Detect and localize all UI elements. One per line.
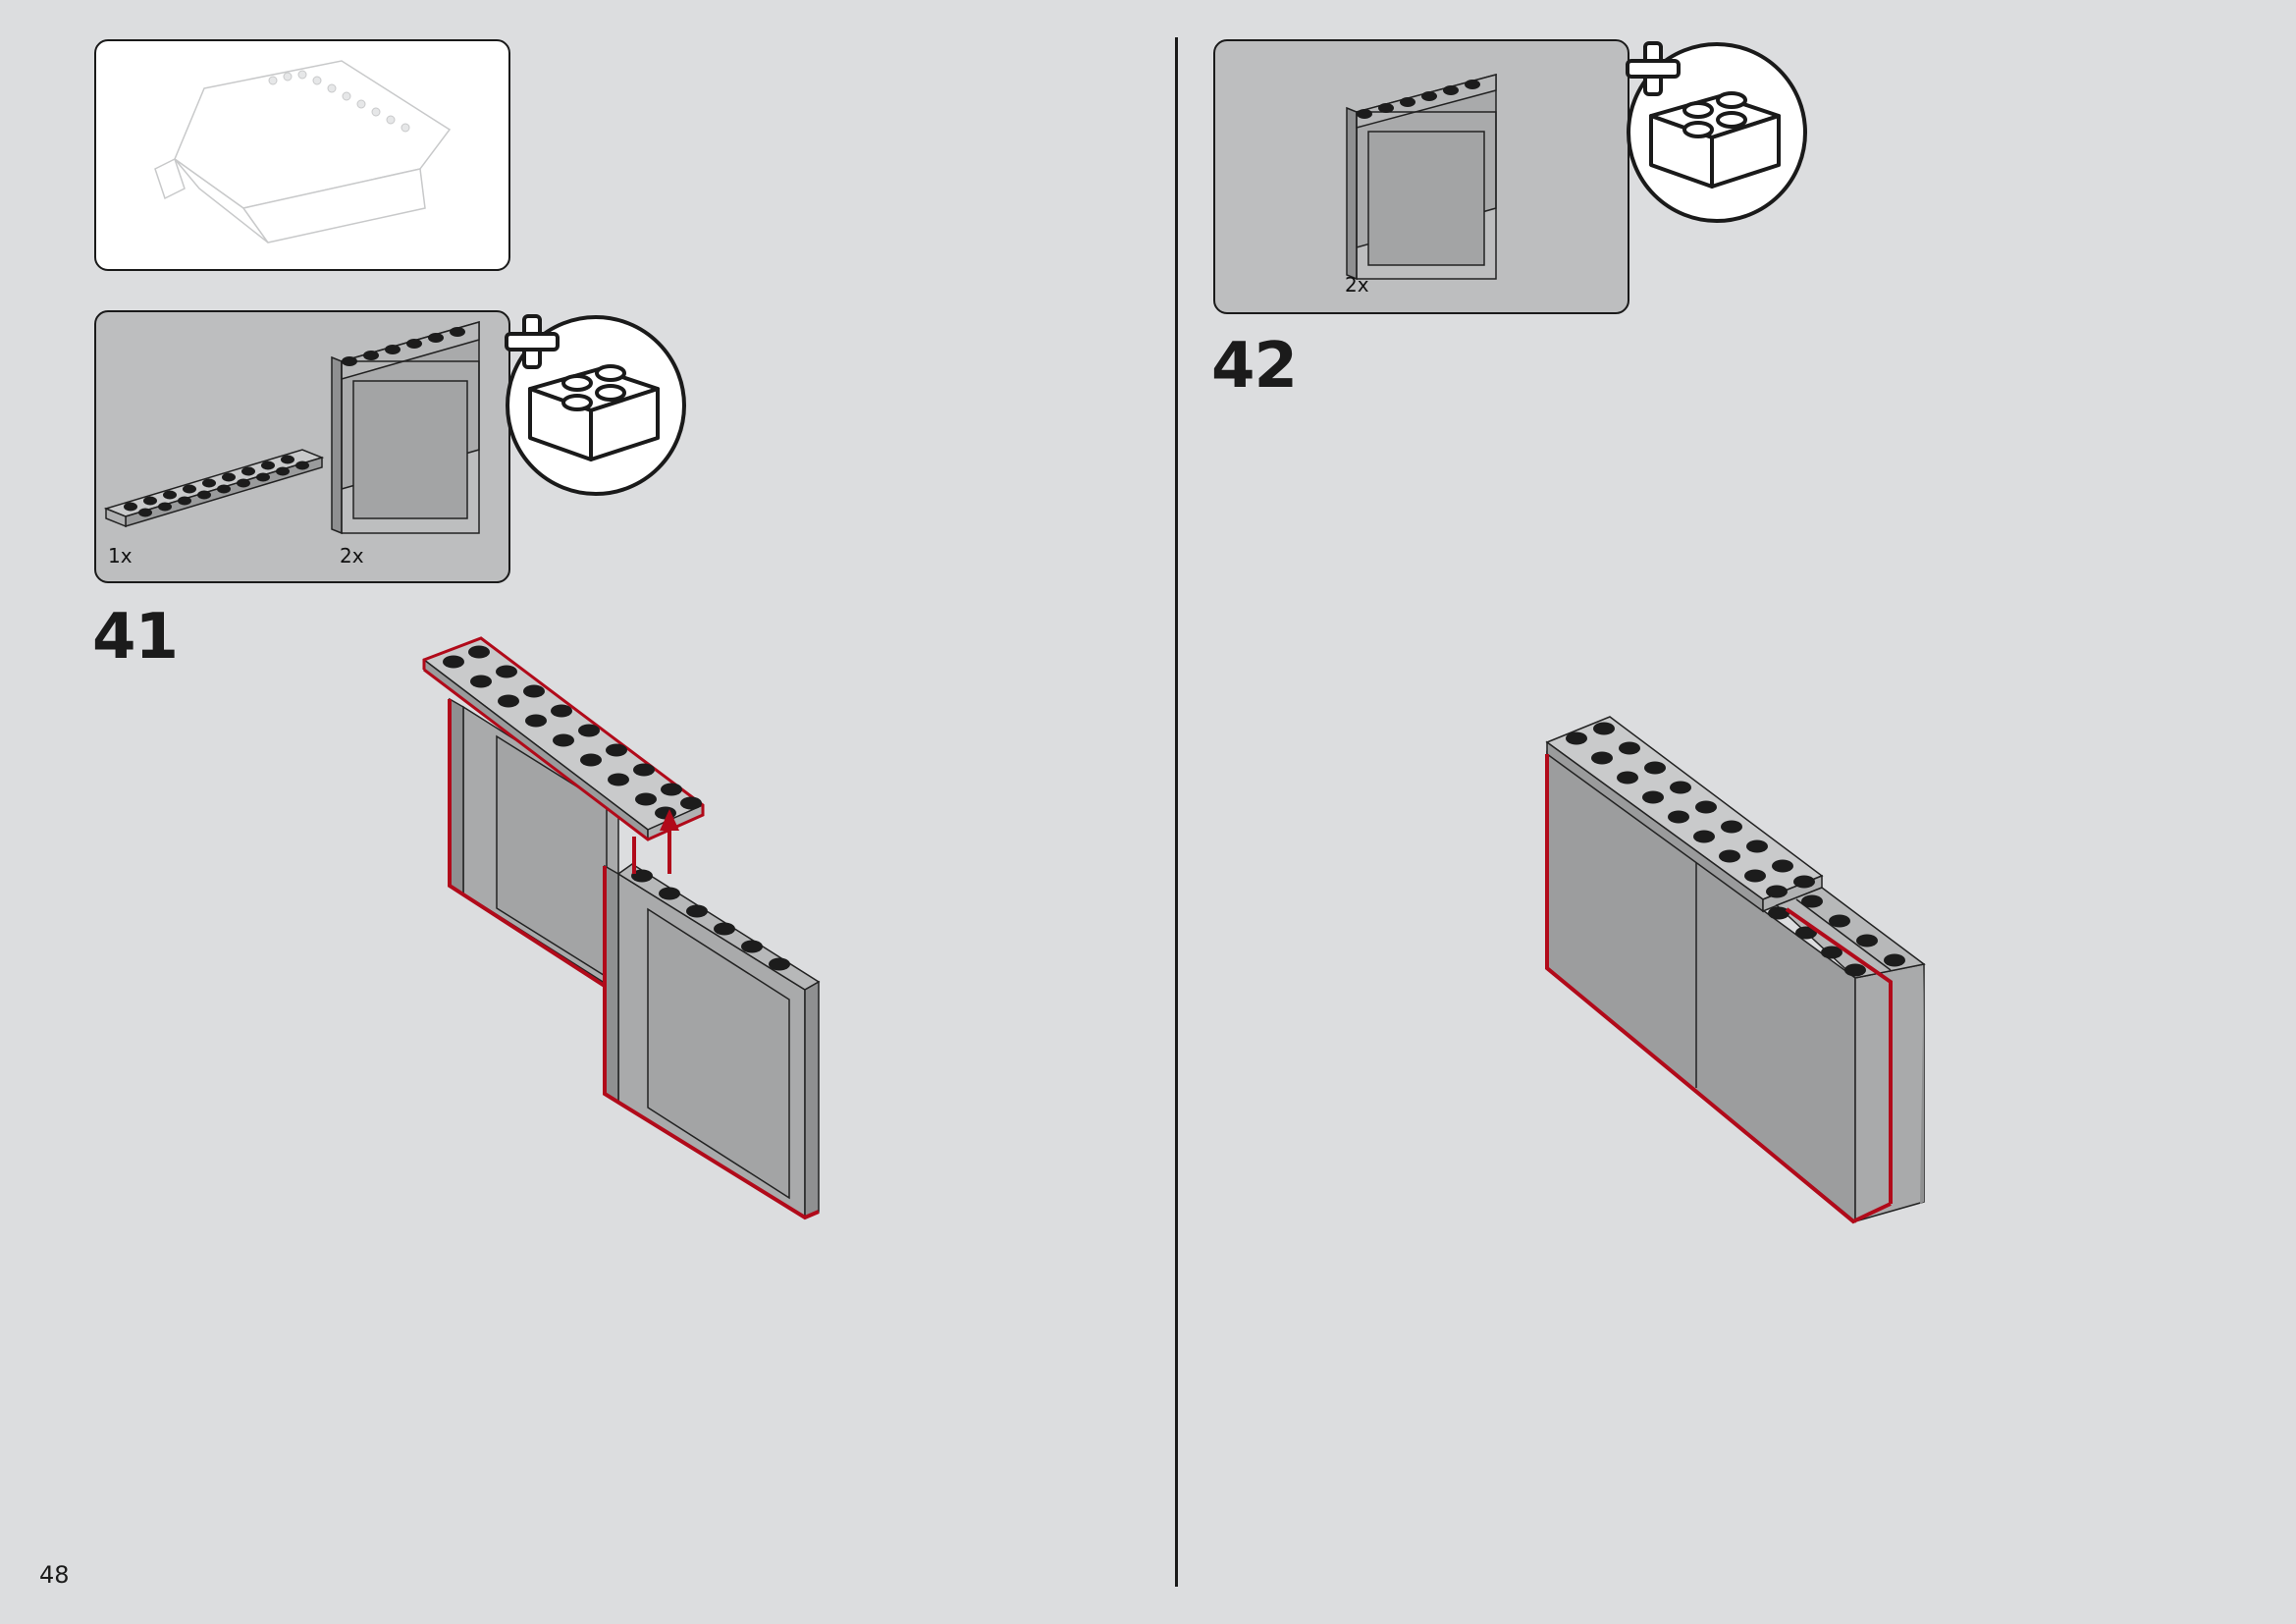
step-41-assembly-illustration (422, 636, 821, 1220)
submodel-preview-panel (94, 39, 510, 271)
page-divider (1175, 37, 1178, 1587)
step-42-assembly-illustration (1545, 716, 1926, 1224)
panel-1x6x5-part (1346, 74, 1497, 281)
part-quantity-panel: 2x (340, 544, 364, 568)
page-number: 48 (39, 1561, 70, 1589)
plate-2x10-part (103, 449, 325, 528)
part-quantity-panel: 2x (1345, 273, 1369, 297)
plus-brick-icon (1626, 41, 1807, 223)
submodel-preview-illustration (154, 60, 452, 244)
panel-1x6x5-part (331, 321, 480, 535)
plus-brick-icon (505, 314, 686, 496)
step-number: 42 (1211, 330, 1298, 403)
step-41-parts-panel: 1x 2x (94, 310, 510, 583)
part-quantity-plate: 1x (108, 544, 133, 568)
step-number: 41 (92, 601, 179, 674)
step-42-parts-panel: 2x (1213, 39, 1629, 314)
